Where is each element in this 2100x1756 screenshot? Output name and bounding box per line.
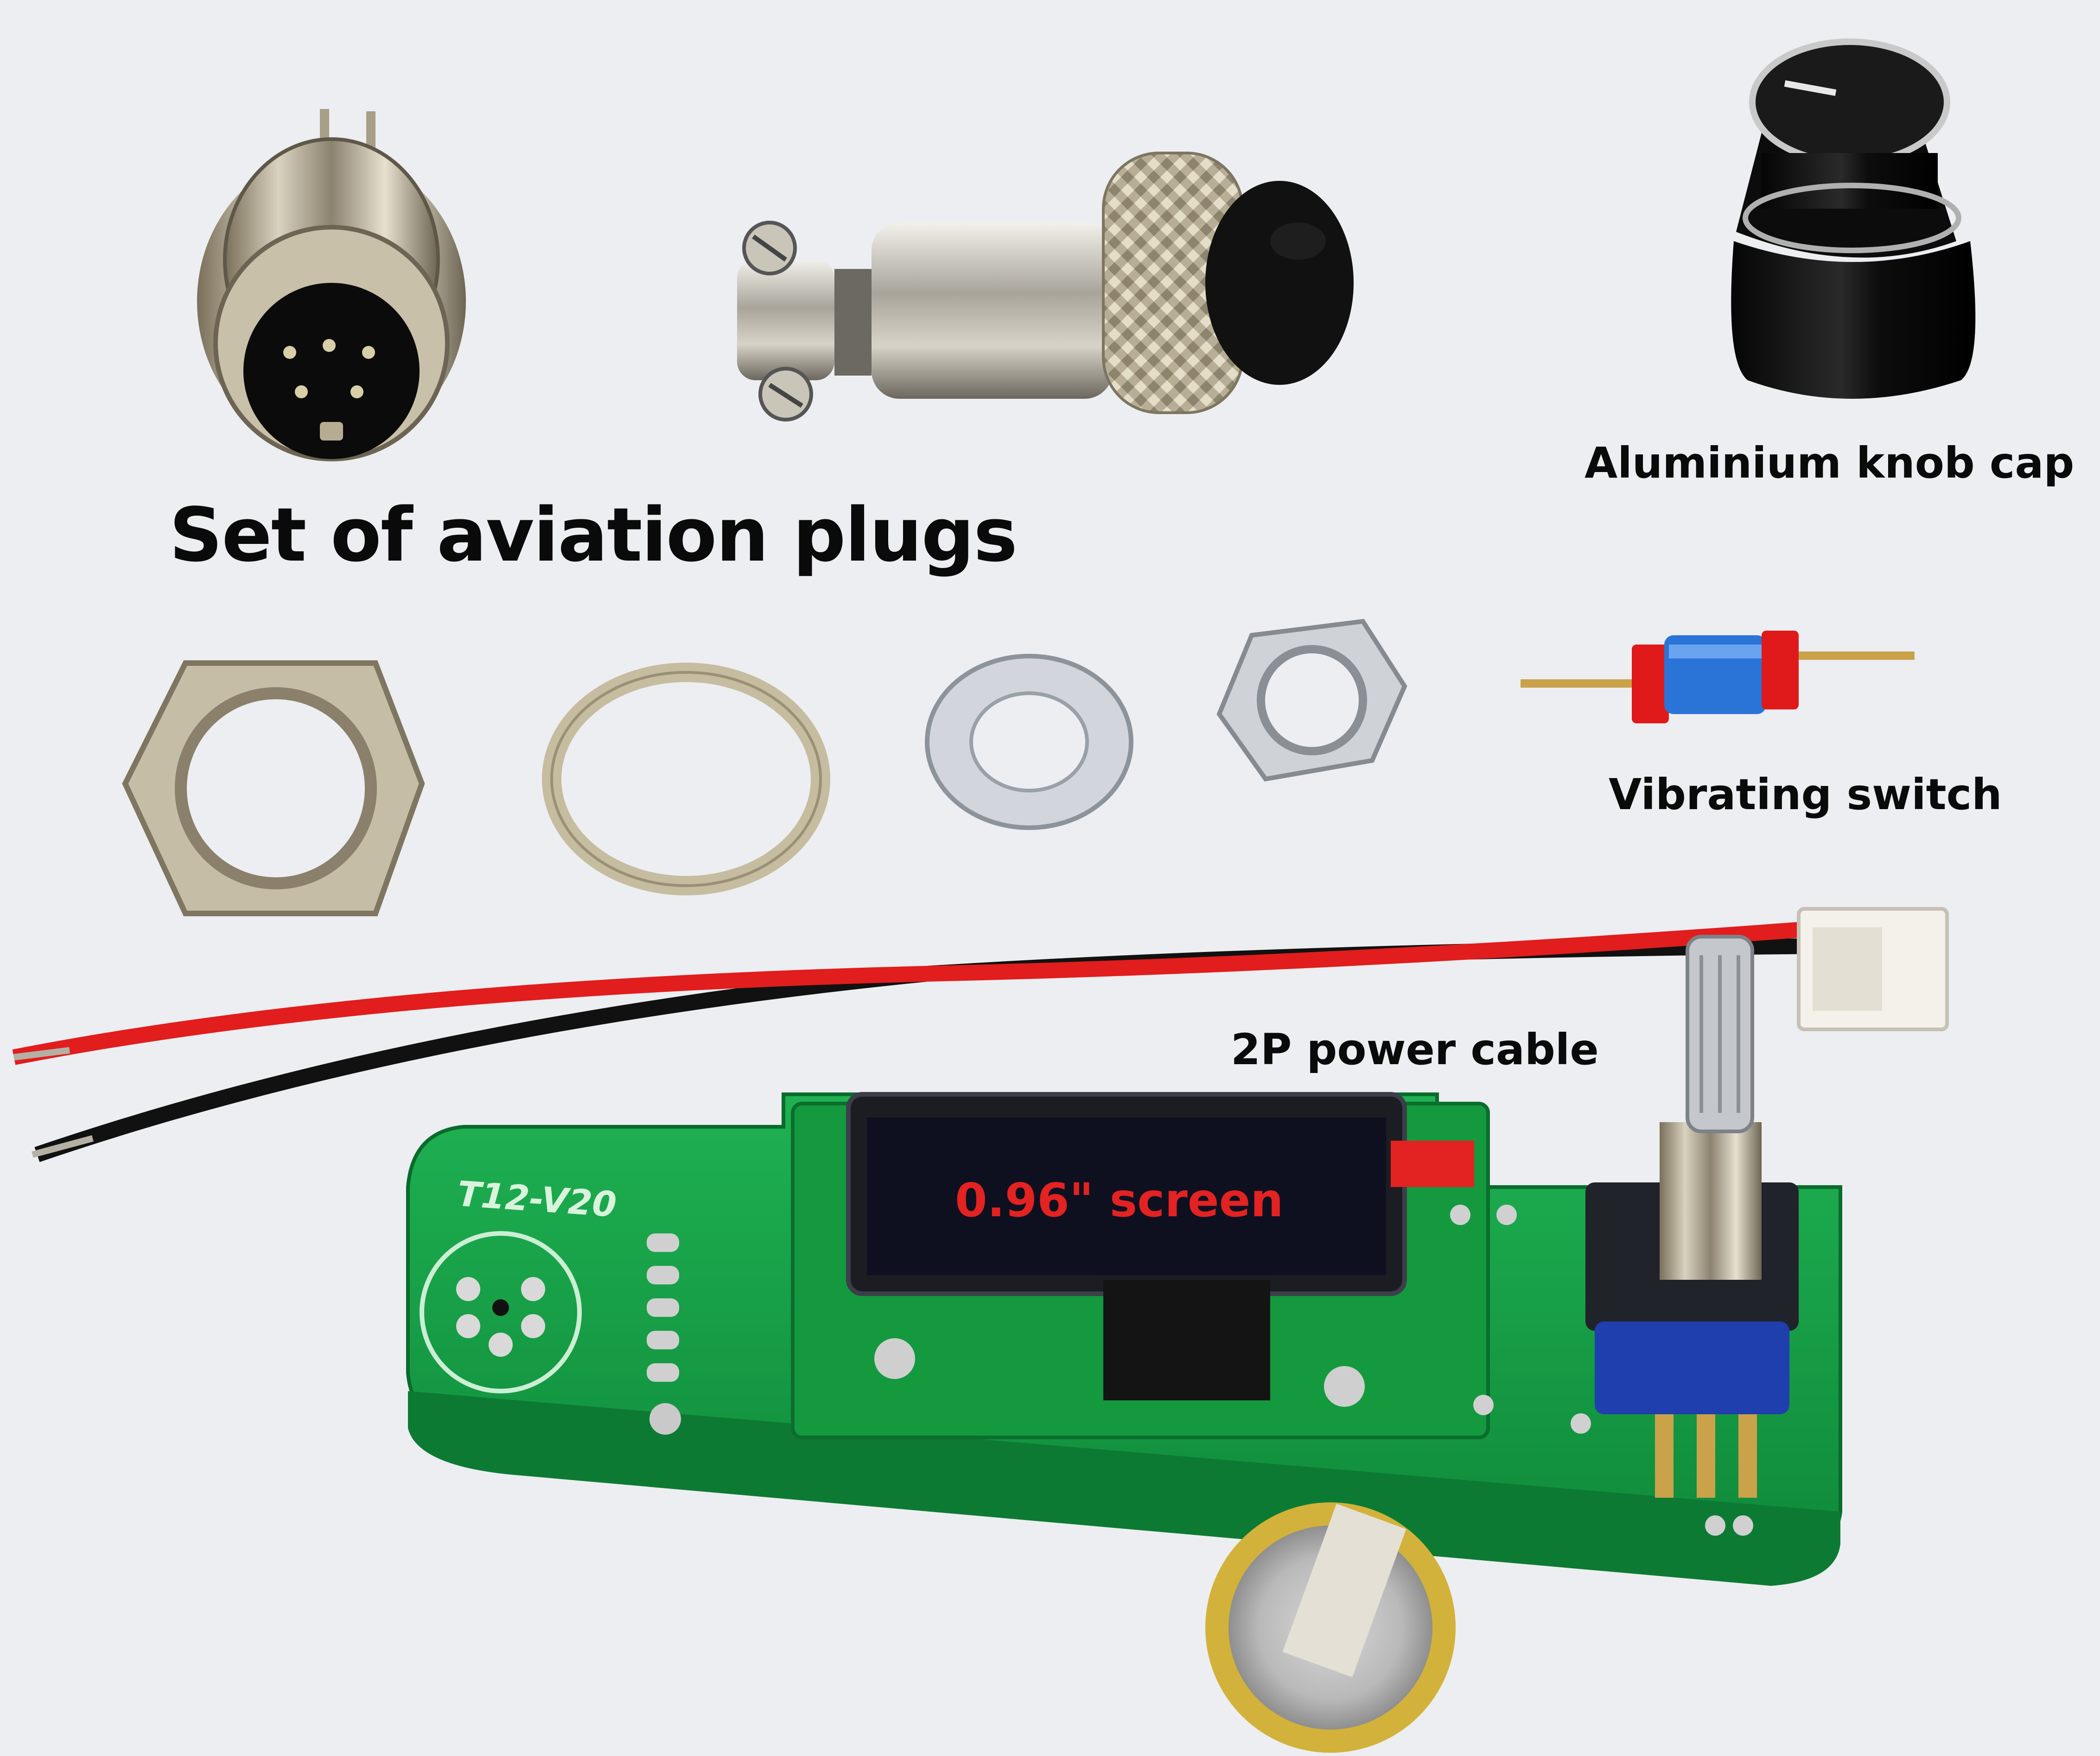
flat-washer [925, 654, 1133, 830]
controller-pcb: T12-V20 [406, 935, 1842, 1753]
hex-nut-small [1216, 619, 1407, 782]
hex-nut-large [122, 660, 425, 916]
label-knob-cap: Aluminium knob cap [1585, 438, 2075, 488]
vibrating-switch [1521, 631, 1915, 723]
aviation-socket [197, 109, 466, 461]
label-screen: 0.96" screen [955, 1173, 1284, 1227]
label-power-cable: 2P power cable [1231, 1025, 1599, 1074]
power-cable [12, 907, 1949, 1162]
split-washer [542, 663, 830, 895]
aviation-plug [737, 152, 1354, 421]
label-vibrating-switch: Vibrating switch [1609, 770, 2002, 819]
label-aviation-plugs: Set of aviation plugs [169, 492, 1018, 578]
aluminium-knob-cap [1731, 38, 1976, 399]
